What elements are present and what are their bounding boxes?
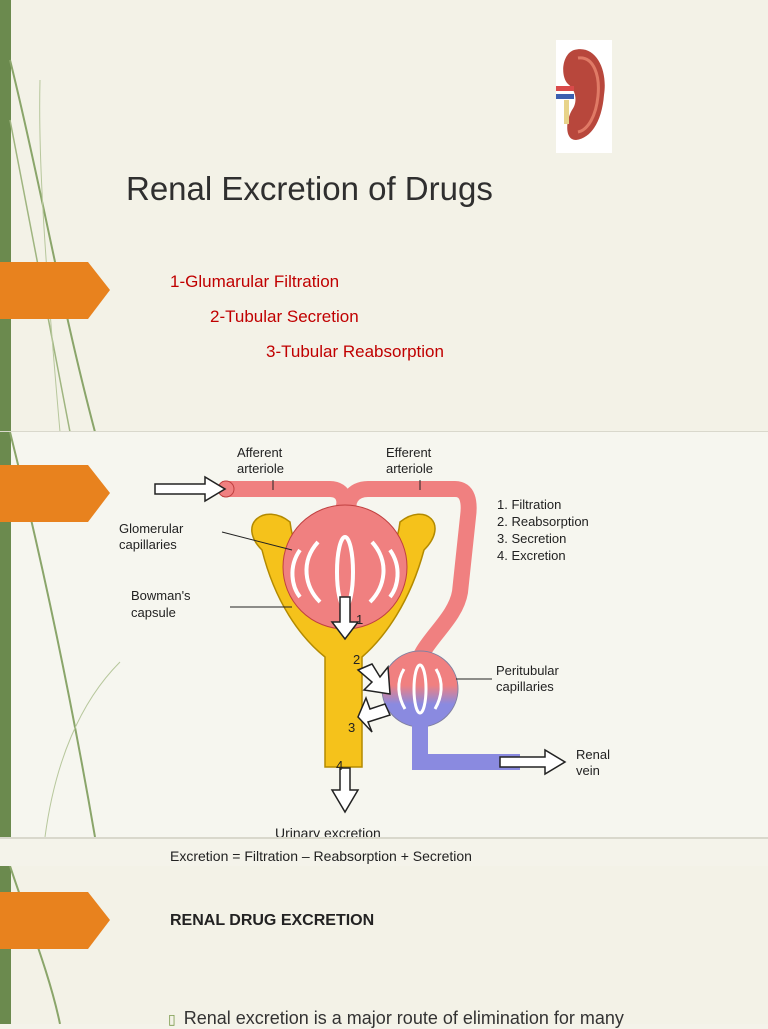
list-item-reabsorption: 3-Tubular Reabsorption <box>266 342 444 361</box>
glomerular-label-2: capillaries <box>119 537 177 552</box>
secretion-arrow <box>356 663 391 695</box>
step-3: 3. Secretion <box>497 531 566 546</box>
slide-title: Renal Excretion of Drugs <box>126 170 493 207</box>
kidney-image <box>556 40 612 153</box>
slide-2: Afferent arteriole Efferent arteriole Gl… <box>0 432 768 837</box>
step-number-1: 1 <box>356 612 363 627</box>
bullet-item: ▯ Renal excretion is a major route of eli… <box>168 1008 624 1029</box>
orange-tag <box>0 892 110 949</box>
left-accent-bar <box>0 432 11 837</box>
renal-vein-arrow <box>499 748 567 776</box>
urinary-label: Urinary excretion <box>275 825 381 837</box>
input-arrow <box>154 475 227 503</box>
list-item-secretion: 2-Tubular Secretion <box>210 307 359 326</box>
slide-3 <box>0 866 768 1024</box>
renal-vein-label-1: Renal <box>576 747 610 762</box>
decorative-swoosh <box>9 866 61 1024</box>
renal-vein-label-2: vein <box>576 763 600 778</box>
slide-divider <box>0 837 768 839</box>
bowman-label-2: capsule <box>131 605 176 620</box>
decorative-swoosh <box>9 59 96 432</box>
left-accent-bar <box>0 0 11 432</box>
step-2: 2. Reabsorption <box>497 514 589 529</box>
afferent-label-1: Afferent <box>237 445 283 460</box>
bullet-text: Renal excretion is a major route of elim… <box>183 1008 624 1028</box>
slide-1: Renal Excretion of Drugs 1-Glumarular Fi… <box>0 0 768 432</box>
step-number-4: 4 <box>336 758 343 773</box>
step-1: 1. Filtration <box>497 497 561 512</box>
step-number-2: 2 <box>353 652 360 667</box>
orange-tag <box>0 262 110 319</box>
list-item-filtration: 1-Glumarular Filtration <box>170 272 340 291</box>
filtration-arrow <box>330 596 360 641</box>
peritubular-label-1: Peritubular <box>496 663 560 678</box>
step-4: 4. Excretion <box>497 548 566 563</box>
step-number-3: 3 <box>348 720 355 735</box>
efferent-label-1: Efferent <box>386 445 432 460</box>
nephron-diagram: Afferent arteriole Efferent arteriole Gl… <box>119 445 610 837</box>
equation-strip: Excretion = Filtration – Reabsorption + … <box>170 848 472 864</box>
excretion-equation: Excretion = Filtration – Reabsorption + … <box>170 848 472 864</box>
section-heading: RENAL DRUG EXCRETION <box>170 912 375 929</box>
excretion-arrow <box>330 767 360 814</box>
glomerular-label-1: Glomerular <box>119 521 184 536</box>
reabsorption-arrow <box>357 695 392 733</box>
afferent-label-2: arteriole <box>237 461 284 476</box>
bullet-icon: ▯ <box>168 1011 176 1027</box>
efferent-label-2: arteriole <box>386 461 433 476</box>
orange-tag <box>0 465 110 522</box>
bowman-label-1: Bowman's <box>131 588 191 603</box>
peritubular-label-2: capillaries <box>496 679 554 694</box>
